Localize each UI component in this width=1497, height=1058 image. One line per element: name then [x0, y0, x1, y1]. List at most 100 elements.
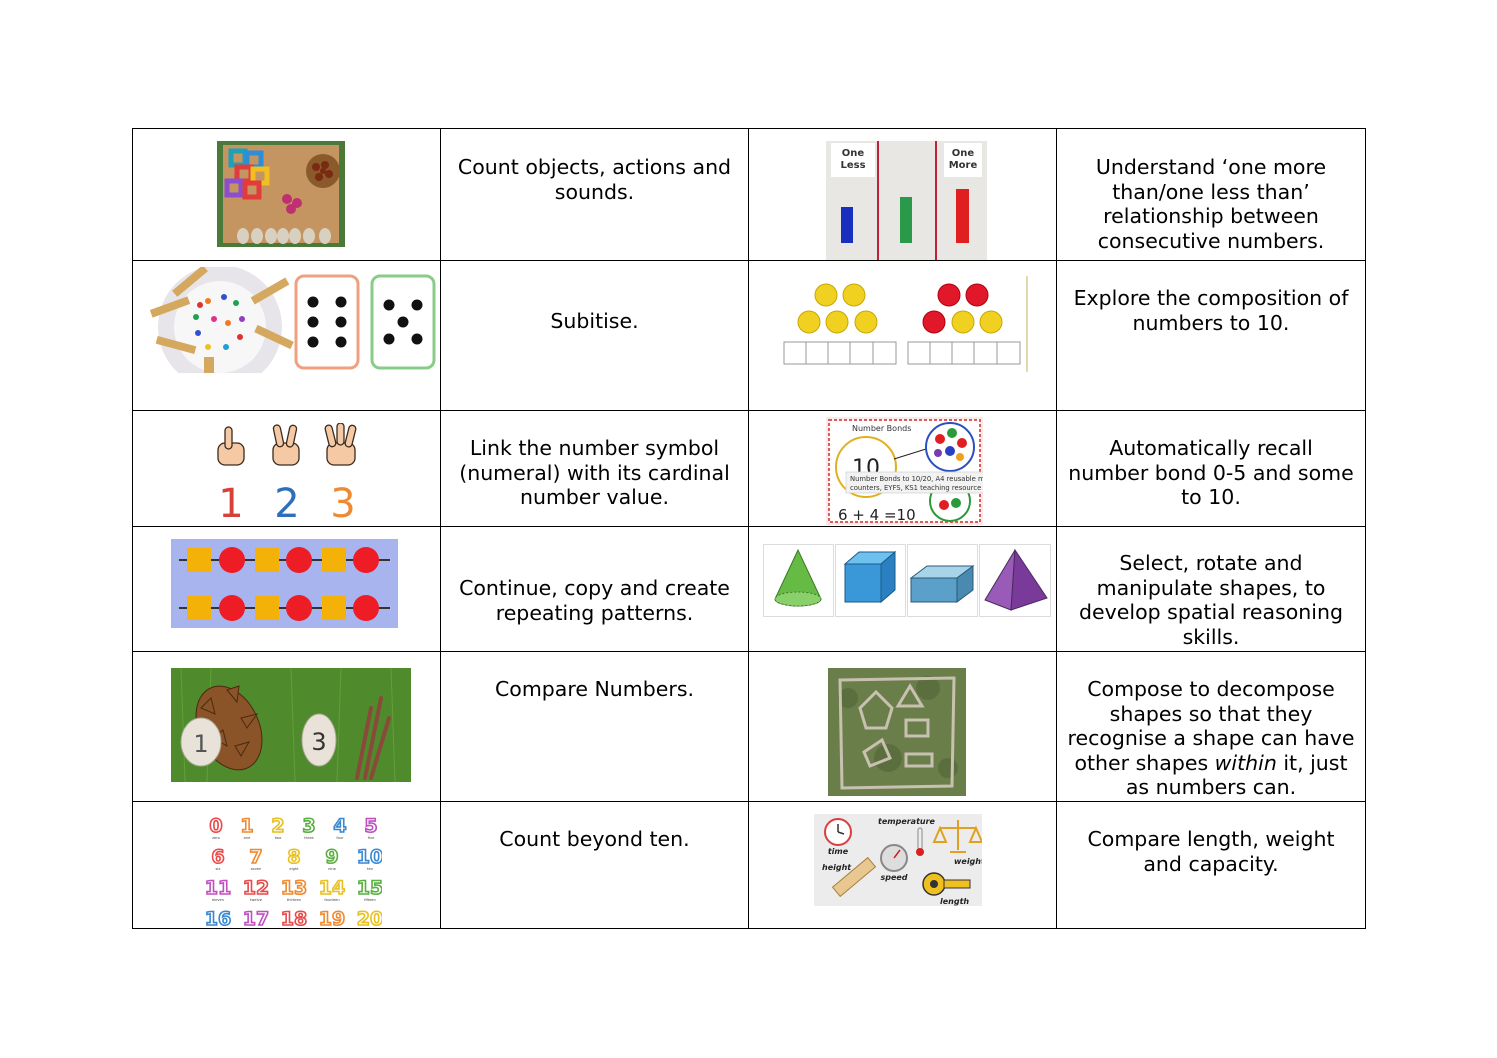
poster-number: 12 [243, 877, 269, 899]
3d-shapes-cell [748, 526, 1057, 652]
one-more-one-less-photo: One Less One More [826, 141, 987, 260]
poster-number-word: two [275, 836, 282, 840]
poster-number-word: ten [367, 867, 373, 871]
poster-number-word: nine [328, 867, 337, 871]
fingers-numerals-image: 1 2 3 [207, 423, 367, 525]
compare-numbers-photo: 1 3 [171, 668, 411, 782]
composition-photo-cell [748, 260, 1057, 411]
speed-label: speed [880, 873, 907, 882]
one-more-one-less-cell: Understand ‘one more than/one less than’… [1056, 128, 1366, 261]
poster-number-word: thirteen [287, 898, 301, 902]
compare-numbers-text: Compare Numbers. [494, 677, 695, 701]
poster-number: 15 [357, 877, 382, 899]
spatial-reasoning-cell: Select, rotate and manipulate shapes, to… [1056, 526, 1366, 652]
poster-number: 8 [287, 846, 300, 868]
stone-numeral-1: 1 [193, 730, 208, 758]
poster-number-word: seven [251, 867, 262, 871]
number-bond-recall-text: Automatically recall number bond 0-5 and… [1068, 436, 1354, 510]
composition-counters-image [782, 276, 1028, 372]
measures-image-cell: time temperature height speed weight len… [748, 801, 1057, 929]
poster-number: 11 [205, 877, 231, 899]
spatial-reasoning-text: Select, rotate and manipulate shapes, to… [1079, 551, 1343, 649]
poster-number: 4 [333, 815, 346, 837]
count-beyond-ten-text: Count beyond ten. [499, 827, 690, 851]
number-bonds-photo-cell: Number Bonds 10 Number Bonds to 10/20, A… [748, 410, 1057, 527]
poster-number: 5 [364, 815, 377, 837]
number-bonds-caption-1: Number Bonds to 10/20, A4 reusable m [850, 475, 983, 483]
one-more-one-less-text: Understand ‘one more than/one less than’… [1095, 155, 1327, 253]
counting-objects-photo [217, 141, 345, 247]
measures-image: time temperature height speed weight len… [814, 814, 982, 906]
numeral-one: 1 [218, 481, 243, 525]
svg-text:More: More [949, 160, 978, 171]
counting-objects-photo-cell [132, 128, 441, 261]
compare-measures-cell: Compare length, weight and capacity. [1056, 801, 1366, 929]
poster-number: 17 [243, 908, 269, 928]
poster-number-word: eight [289, 867, 299, 871]
repeating-pattern-image [171, 539, 398, 628]
subitise-text: Subitise. [550, 309, 639, 333]
poster-number: 7 [249, 846, 262, 868]
poster-number: 18 [281, 908, 307, 928]
numeral-link-cell: Link the number symbol (numeral) with it… [440, 410, 749, 527]
fingers-numerals-cell: 1 2 3 [132, 410, 441, 527]
stone-numeral-3: 3 [311, 728, 326, 756]
poster-number-word: six [216, 867, 222, 871]
poster-number: 19 [319, 908, 345, 928]
poster-number: 3 [302, 815, 315, 837]
poster-number-word: five [368, 836, 375, 840]
poster-number-word: eleven [212, 898, 224, 902]
one-less-label: One [842, 148, 865, 159]
poster-number: 0 [209, 815, 222, 837]
within-emphasis: within [1214, 750, 1277, 775]
poster-number: 2 [271, 815, 284, 837]
compare-numbers-cell: Compare Numbers. [440, 651, 749, 802]
table-row: Continue, copy and create repeating patt… [132, 526, 1366, 652]
repeating-patterns-cell: Continue, copy and create repeating patt… [440, 526, 749, 652]
poster-number-word: fourteen [324, 898, 339, 902]
repeating-patterns-text: Continue, copy and create repeating patt… [459, 576, 730, 625]
number-bonds-card-image: Number Bonds 10 Number Bonds to 10/20, A… [826, 417, 983, 525]
stick-shapes-photo [828, 668, 966, 796]
subitise-photo [150, 267, 438, 373]
table-row: Count objects, actions and sounds. One L… [132, 128, 1366, 261]
table-row: 1 2 3 Link the number symbol (numeral) w… [132, 410, 1366, 527]
poster-number-word: zero [212, 836, 220, 840]
number-bonds-equation: 6 + 4 =10 [838, 506, 916, 524]
table-row: 1 3 Compare Numbers. [132, 651, 1366, 802]
compose-decompose-cell: Compose to decompose shapes so that they… [1056, 651, 1366, 802]
poster-number-word: four [336, 836, 344, 840]
count-objects-cell: Count objects, actions and sounds. [440, 128, 749, 261]
one-more-label: One [952, 148, 975, 159]
subitise-photo-cell [132, 260, 441, 411]
weight-label: weight [954, 857, 982, 866]
activities-table: Count objects, actions and sounds. One L… [132, 128, 1366, 929]
poster-number: 16 [205, 908, 231, 928]
poster-number: 10 [357, 846, 382, 868]
composition-cell: Explore the composition of numbers to 10… [1056, 260, 1366, 411]
poster-number-word: fifteen [364, 898, 376, 902]
count-beyond-ten-cell: Count beyond ten. [440, 801, 749, 929]
temperature-label: temperature [878, 817, 936, 826]
svg-text:Less: Less [840, 160, 865, 171]
poster-number: 6 [211, 846, 224, 868]
poster-number: 13 [281, 877, 307, 899]
poster-number-word: one [244, 836, 251, 840]
repeating-pattern-cell [132, 526, 441, 652]
compare-measures-text: Compare length, weight and capacity. [1087, 827, 1335, 876]
time-label: time [828, 847, 849, 856]
poster-number-word: twelve [250, 898, 263, 902]
height-label: height [822, 863, 852, 872]
count-objects-text: Count objects, actions and sounds. [457, 155, 732, 204]
numeral-two: 2 [274, 481, 299, 525]
poster-number: 14 [319, 877, 345, 899]
number-bonds-title: Number Bonds [852, 424, 911, 433]
composition-text: Explore the composition of numbers to 10… [1073, 286, 1349, 335]
number-bonds-caption-2: counters, EYFS, KS1 teaching resource [850, 484, 981, 492]
stick-shapes-photo-cell [748, 651, 1057, 802]
3d-shapes-image [763, 544, 1051, 617]
number-bond-recall-cell: Automatically recall number bond 0-5 and… [1056, 410, 1366, 527]
